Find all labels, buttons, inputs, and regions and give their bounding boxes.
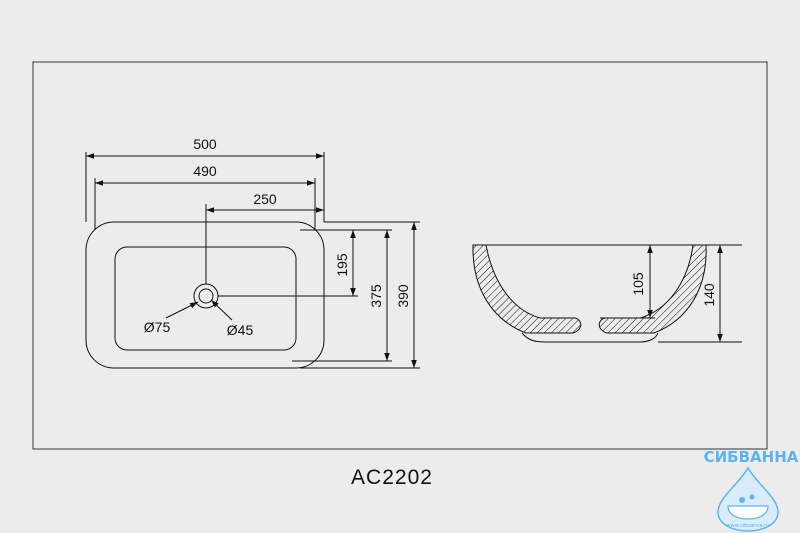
water-drop-icon [717, 466, 779, 532]
dim-label-140: 140 [701, 283, 717, 307]
dim-label-195: 195 [334, 253, 350, 277]
dim-label-490: 490 [193, 163, 217, 179]
bathtub-icon [727, 505, 769, 520]
drain-outer-circle [193, 283, 219, 309]
watermark-logo: СИБВАННА www.sibvanna.ru [704, 448, 799, 532]
dim-label-d45: Ø45 [227, 322, 254, 338]
watermark-brand: СИБВАННА [704, 448, 799, 466]
drain-inner-circle [198, 288, 214, 304]
section-wall-left [472, 244, 582, 334]
side-view [472, 244, 742, 343]
dim-label-105: 105 [630, 272, 646, 296]
watermark-url: www.sibvanna.ru [727, 523, 770, 529]
dim-label-d75: Ø75 [144, 319, 171, 335]
leader-45 [210, 299, 233, 321]
drawing-frame [32, 61, 768, 450]
top-view [85, 152, 420, 369]
dim-label-390: 390 [395, 284, 411, 308]
dim-label-500: 500 [193, 136, 217, 152]
section-wall-right [598, 244, 707, 334]
basin-outer-outline [85, 221, 325, 369]
section-base [521, 332, 659, 343]
dim-label-250: 250 [253, 191, 277, 207]
model-name: AC2202 [351, 466, 433, 489]
dim-label-375: 375 [368, 284, 384, 308]
leader-75 [165, 301, 199, 319]
